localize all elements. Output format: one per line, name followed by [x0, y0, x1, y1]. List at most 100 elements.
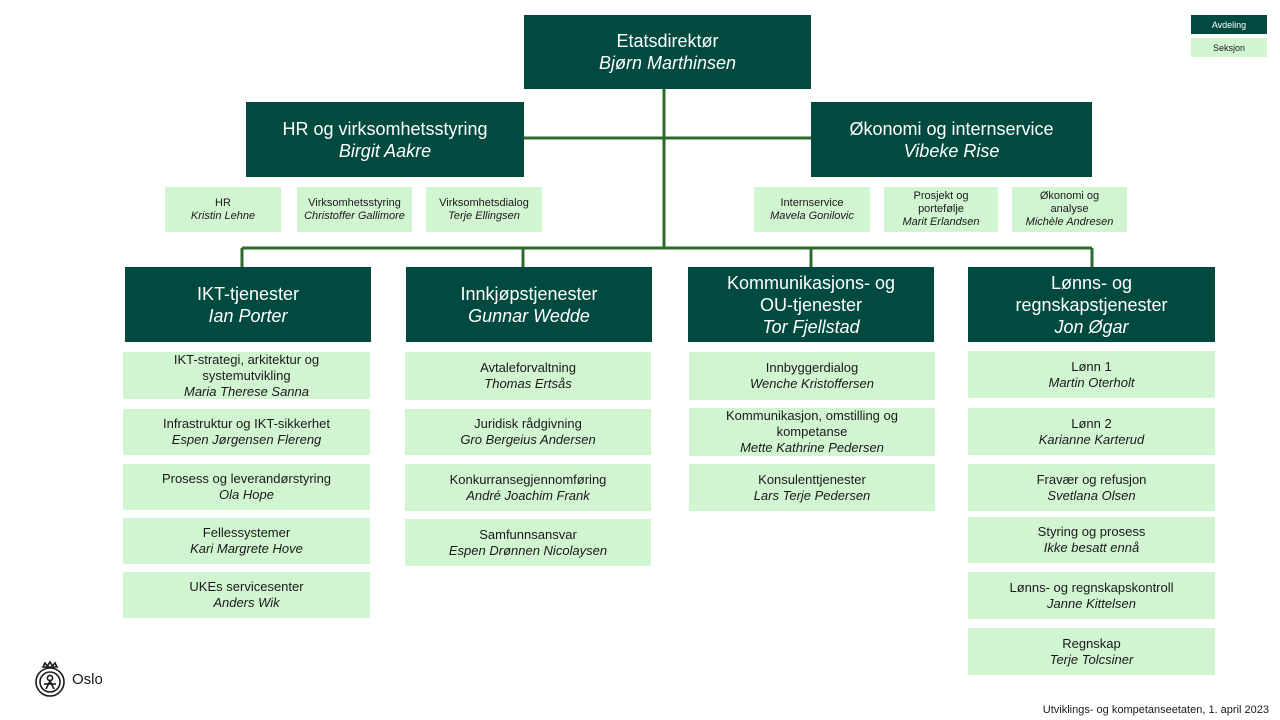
- department-box: Lønns- og regnskapstjenester Jon Øgar: [968, 267, 1215, 342]
- footer-text: Utviklings- og kompetanseetaten, 1. apri…: [1042, 704, 1269, 716]
- section-title: Prosjekt og portefølje: [913, 190, 969, 215]
- oslo-logo-text: Oslo: [72, 670, 103, 688]
- section-box: Lønn 2 Karianne Karterud: [968, 408, 1215, 455]
- department-title: Kommunikasjons- og OU-tjenester: [726, 272, 896, 315]
- section-box: Kommunikasjon, omstilling og kompetanse …: [689, 408, 935, 456]
- section-name: Wenche Kristoffersen: [749, 376, 875, 391]
- section-title: Lønns- og regnskapskontroll: [1009, 579, 1174, 595]
- section-title: UKEs servicesenter: [189, 579, 304, 594]
- director-box: Etatsdirektør Bjørn Marthinsen: [524, 15, 811, 89]
- section-title: Fellessystemer: [202, 525, 291, 540]
- staff-section: Prosjekt og portefølje Marit Erlandsen: [884, 187, 998, 232]
- section-box: Prosess og leverandørstyring Ola Hope: [123, 464, 370, 510]
- section-name: Kari Margrete Hove: [190, 541, 303, 556]
- section-name: Espen Drønnen Nicolaysen: [448, 542, 608, 558]
- section-box: Regnskap Terje Tolcsiner: [968, 628, 1215, 675]
- section-name: Gro Bergeius Andersen: [460, 432, 596, 447]
- section-title: Samfunnsansvar: [479, 526, 577, 542]
- section-name: Thomas Ertsås: [484, 376, 572, 391]
- legend-department: Avdeling: [1191, 15, 1267, 34]
- section-name: Maria Therese Sanna: [183, 383, 309, 399]
- section-title: Konsulenttjenester: [758, 471, 866, 487]
- section-name: Mette Kathrine Pedersen: [740, 440, 884, 455]
- section-box: IKT-strategi, arkitektur og systemutvikl…: [123, 352, 370, 399]
- department-box: IKT-tjenester Ian Porter: [125, 267, 371, 342]
- section-name: Ikke besatt ennå: [1043, 540, 1140, 555]
- section-box: Innbyggerdialog Wenche Kristoffersen: [689, 352, 935, 400]
- section-box: Samfunnsansvar Espen Drønnen Nicolaysen: [405, 519, 651, 566]
- section-name: Ola Hope: [219, 487, 274, 502]
- staff-section: HR Kristin Lehne: [165, 187, 281, 232]
- legend-section-label: Seksjon: [1212, 42, 1246, 53]
- section-title: IKT-strategi, arkitektur og systemutvikl…: [173, 351, 320, 383]
- section-title: Virksomhetsstyring: [308, 196, 401, 209]
- section-box: Fravær og refusjon Svetlana Olsen: [968, 464, 1215, 511]
- section-name: Mavela Gonilovic: [770, 209, 854, 222]
- section-name: Espen Jørgensen Flereng: [171, 432, 322, 447]
- section-title: Lønn 2: [1071, 415, 1112, 431]
- section-title: Fravær og refusjon: [1036, 471, 1147, 487]
- section-title: Infrastruktur og IKT-sikkerhet: [163, 416, 330, 431]
- section-title: Kommunikasjon, omstilling og kompetanse: [726, 408, 898, 439]
- section-title: Internservice: [780, 196, 844, 209]
- section-title: Styring og prosess: [1037, 524, 1146, 539]
- section-box: Lønns- og regnskapskontroll Janne Kittel…: [968, 572, 1215, 619]
- section-title: Prosess og leverandørstyring: [161, 471, 332, 486]
- department-title: IKT-tjenester: [196, 283, 300, 304]
- section-title: Virksomhetsdialog: [439, 196, 529, 209]
- director-title: Etatsdirektør: [616, 31, 719, 51]
- staff-section: Virksomhetsdialog Terje Ellingsen: [426, 187, 542, 232]
- staff-section: Internservice Mavela Gonilovic: [754, 187, 870, 232]
- section-name: Michèle Andresen: [1025, 216, 1114, 228]
- staff-box-okonomi: Økonomi og internservice Vibeke Rise: [811, 102, 1092, 177]
- section-title: HR: [215, 196, 231, 209]
- section-name: Anders Wik: [213, 595, 280, 610]
- legend-section: Seksjon: [1191, 38, 1267, 57]
- oslo-logo: Oslo: [34, 660, 103, 698]
- staff-box-hr: HR og virksomhetsstyring Birgit Aakre: [246, 102, 524, 177]
- director-name: Bjørn Marthinsen: [598, 53, 737, 73]
- section-title: Innbyggerdialog: [765, 360, 859, 375]
- section-name: Lars Terje Pedersen: [753, 487, 871, 503]
- department-name: Ian Porter: [208, 305, 288, 326]
- department-name: Gunnar Wedde: [468, 305, 590, 326]
- section-name: Terje Tolcsiner: [1049, 651, 1134, 667]
- staff-name: Vibeke Rise: [903, 140, 1000, 161]
- department-box: Kommunikasjons- og OU-tjenester Tor Fjel…: [688, 267, 934, 342]
- section-box: UKEs servicesenter Anders Wik: [123, 572, 370, 618]
- section-name: Christoffer Gallimore: [304, 209, 405, 222]
- section-box: Juridisk rådgivning Gro Bergeius Anderse…: [405, 409, 651, 455]
- section-title: Lønn 1: [1071, 358, 1112, 374]
- section-title: Regnskap: [1062, 635, 1121, 651]
- staff-name: Birgit Aakre: [338, 140, 432, 161]
- section-name: Svetlana Olsen: [1047, 487, 1136, 503]
- section-box: Lønn 1 Martin Oterholt: [968, 351, 1215, 398]
- section-name: André Joachim Frank: [466, 487, 590, 503]
- department-title: Innkjøpstjenester: [460, 283, 598, 304]
- staff-section: Økonomi og analyse Michèle Andresen: [1012, 187, 1127, 232]
- section-name: Terje Ellingsen: [448, 209, 520, 222]
- oslo-crest-icon: [35, 660, 65, 697]
- section-title: Økonomi og analyse: [1039, 190, 1100, 215]
- legend-department-label: Avdeling: [1211, 19, 1247, 30]
- section-title: Avtaleforvaltning: [480, 360, 576, 375]
- section-name: Karianne Karterud: [1038, 431, 1145, 447]
- section-box: Avtaleforvaltning Thomas Ertsås: [405, 352, 651, 400]
- department-name: Tor Fjellstad: [762, 316, 860, 337]
- staff-section: Virksomhetsstyring Christoffer Gallimore: [297, 187, 412, 232]
- section-name: Martin Oterholt: [1048, 374, 1135, 390]
- department-box: Innkjøpstjenester Gunnar Wedde: [406, 267, 652, 342]
- section-box: Fellessystemer Kari Margrete Hove: [123, 518, 370, 564]
- staff-title: HR og virksomhetsstyring: [282, 118, 488, 139]
- department-name: Jon Øgar: [1054, 316, 1129, 337]
- section-name: Marit Erlandsen: [902, 216, 980, 228]
- section-title: Konkurransegjennomføring: [449, 471, 607, 487]
- department-title: Lønns- og regnskapstjenester: [1015, 272, 1168, 315]
- staff-title: Økonomi og internservice: [849, 118, 1054, 139]
- section-box: Konsulenttjenester Lars Terje Pedersen: [689, 464, 935, 511]
- section-box: Infrastruktur og IKT-sikkerhet Espen Jør…: [123, 409, 370, 455]
- section-box: Konkurransegjennomføring André Joachim F…: [405, 464, 651, 511]
- section-name: Kristin Lehne: [190, 209, 256, 222]
- section-name: Janne Kittelsen: [1047, 595, 1136, 611]
